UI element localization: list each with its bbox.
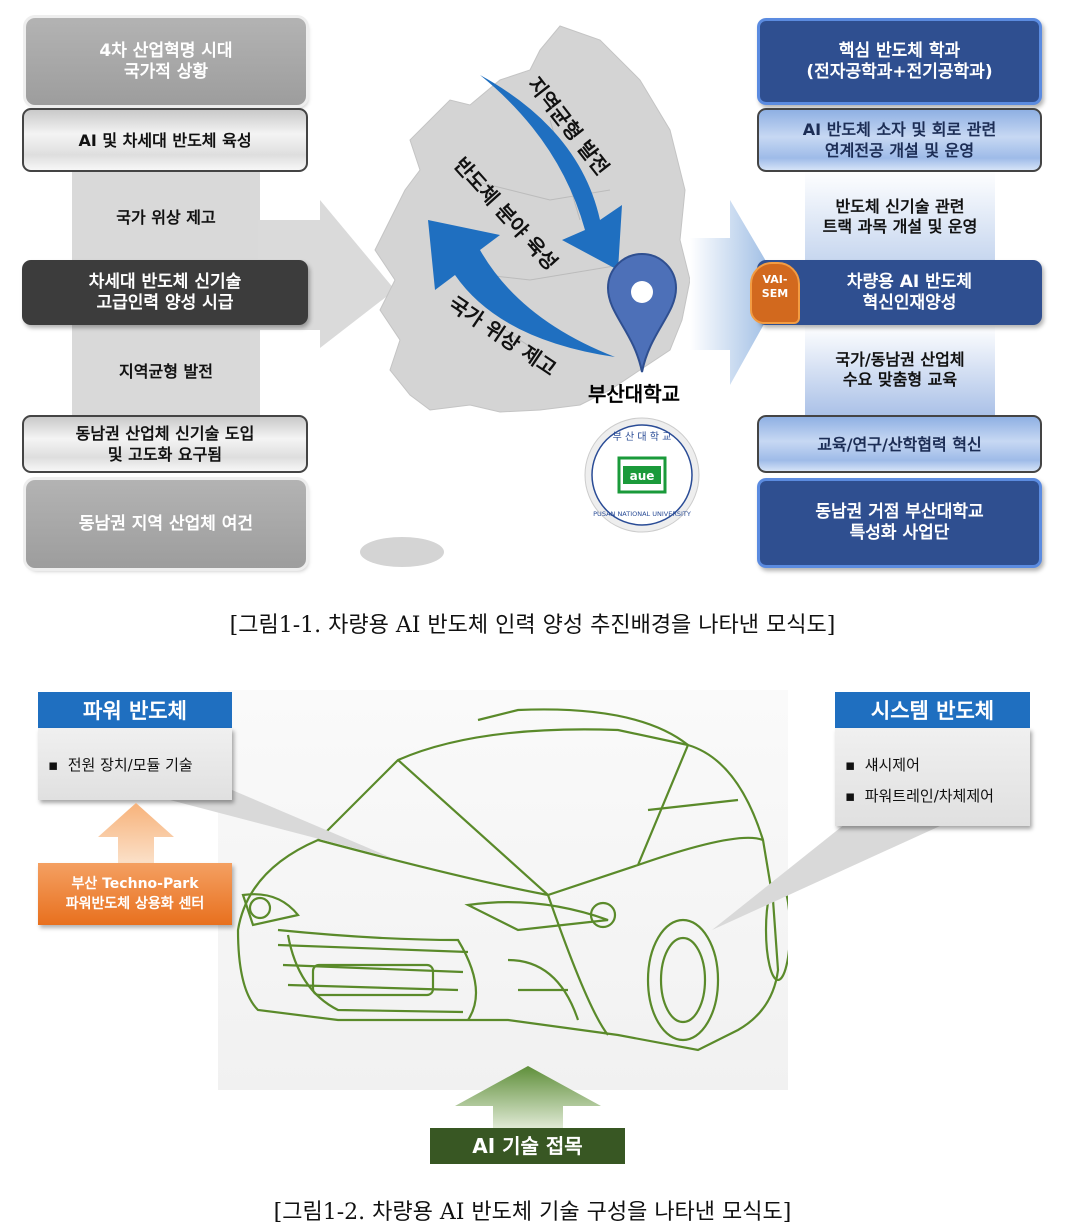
svg-text:부 산 대 학 교: 부 산 대 학 교: [613, 431, 672, 443]
linked-major-box: AI 반도체 소자 및 회로 관련 연계전공 개설 및 운영: [757, 108, 1042, 172]
callout-pointers: [170, 790, 940, 930]
ai-next-gen-box: AI 및 차세대 반도체 육성: [22, 108, 308, 172]
right-band-bottom: [805, 325, 995, 417]
location-label: 부산대학교: [588, 382, 680, 406]
orange-arrow-up-icon: [98, 803, 174, 863]
system-item: ▪ 파워트레인/차체제어: [845, 787, 994, 805]
vai-sem-badge: VAI- SEM: [750, 262, 800, 324]
car-background: [218, 690, 788, 1090]
system-item-text: 파워트레인/차체제어: [864, 787, 994, 805]
national-status-text: 국가 위상 제고: [116, 208, 216, 227]
blue-arrow-right-icon: [690, 200, 783, 385]
location-pin-icon: [606, 252, 678, 373]
track-text: 반도체 신기술 관련 트랙 과목 개설 및 운영: [822, 197, 978, 236]
industry-demand-box: 동남권 산업체 신기술 도입 및 고도화 요구됨: [22, 415, 308, 473]
system-semiconductor-box: ▪ 섀시제어 ▪ 파워트레인/차체제어: [835, 728, 1030, 826]
green-arrow-up-icon: [455, 1066, 601, 1128]
system-item-text: 섀시제어: [864, 756, 920, 774]
situation-box: 4차 산업혁명 시대 국가적 상황: [26, 18, 306, 105]
pusan-university-logo: aue 부 산 대 학 교 PUSAN NATIONAL UNIVERSITY: [584, 417, 700, 533]
korea-map: [360, 25, 691, 567]
figure-1-caption: [그림1-1. 차량용 AI 반도체 인력 양성 추진배경을 나타낸 모식도]: [229, 613, 836, 638]
arrow-left-icon: [428, 220, 615, 357]
car-illustration: [236, 708, 788, 1052]
regional-condition-box: 동남권 지역 산업체 여건: [26, 480, 306, 568]
custom-edu-text: 국가/동남권 산업체 수요 맞춤형 교육: [835, 350, 965, 389]
svg-text:aue: aue: [630, 469, 655, 483]
right-band-top: [805, 170, 995, 262]
figure-2-caption: [그림1-2. 차량용 AI 반도체 기술 구성을 나타낸 모식도]: [273, 1200, 792, 1225]
power-item: ▪ 전원 장치/모듈 기술: [48, 756, 193, 774]
power-item-text: 전원 장치/모듈 기술: [67, 756, 193, 774]
innovation-box: 교육/연구/산학협력 혁신: [757, 415, 1042, 473]
system-item: ▪ 섀시제어: [845, 756, 920, 774]
core-dept-box: 핵심 반도체 학과 (전자공학과+전기공학과): [757, 18, 1042, 105]
ai-technology-label: AI 기술 접목: [430, 1128, 625, 1164]
technopark-box: 부산 Techno-Park 파워반도체 상용화 센터: [38, 863, 232, 925]
svg-text:PUSAN NATIONAL UNIVERSITY: PUSAN NATIONAL UNIVERSITY: [593, 510, 691, 518]
talent-box: 차량용 AI 반도체 혁신인재양성: [757, 260, 1042, 325]
project-team-box: 동남권 거점 부산대학교 특성화 사업단: [757, 478, 1042, 568]
power-semiconductor-box: ▪ 전원 장치/모듈 기술: [38, 728, 232, 800]
power-semiconductor-header: 파워 반도체: [38, 692, 232, 728]
system-semiconductor-header: 시스템 반도체: [835, 692, 1030, 728]
urgent-box: 차세대 반도체 신기술 고급인력 양성 시급: [22, 260, 308, 325]
arrow-down-icon: [480, 75, 622, 270]
regional-balance-text: 지역균형 발전: [119, 362, 213, 381]
